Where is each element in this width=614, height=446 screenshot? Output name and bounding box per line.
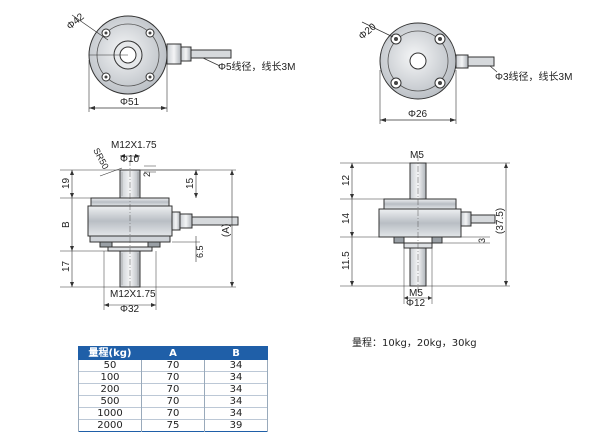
phi26-label: Φ26 — [408, 109, 428, 120]
range-note: 量程：10kg，20kg，30kg — [352, 338, 477, 349]
dim-15-label: 15 — [185, 177, 196, 189]
cell-a: 70 — [141, 371, 205, 384]
col-header-range: 量程(kg) — [78, 346, 142, 360]
spec-table: 量程(kg) A B 50 70 34 100 70 34 200 70 34 … — [78, 346, 268, 432]
dim-115-label: 11.5 — [341, 251, 352, 270]
table-row: 2000 75 39 — [78, 419, 268, 432]
cell-a: 70 — [141, 359, 205, 372]
top-right-cable-label: Φ3线径，线长3M — [495, 70, 572, 83]
dim-B-label: B — [61, 221, 72, 228]
dim-3-label: 3 — [477, 238, 487, 243]
left-thread-top-label: M12X1.75 — [111, 140, 157, 151]
table-header-row: 量程(kg) A B — [78, 346, 268, 360]
phi32-label: Φ32 — [120, 304, 140, 315]
cell-b: 34 — [204, 383, 268, 396]
cell-b: 34 — [204, 395, 268, 408]
cell-a: 70 — [141, 383, 205, 396]
right-thread-bottom-label: M5 — [409, 288, 423, 299]
side-left-view: M12X1.75 Φ10 SR50 2 15 6.5 19 B 17 (A) — [60, 140, 239, 315]
cell-range: 100 — [78, 371, 142, 384]
phi42-label: Φ42 — [65, 11, 87, 32]
phi51-label: Φ51 — [120, 97, 140, 108]
phi10-label: Φ10 — [120, 154, 140, 165]
phi12-label: Φ12 — [406, 298, 426, 309]
top-left-view: Φ42 Φ5线径，线长3M Φ51 — [65, 11, 295, 112]
cell-range: 200 — [78, 383, 142, 396]
cell-range: 50 — [78, 359, 142, 372]
cell-range: 1000 — [78, 407, 142, 420]
dim-65-label: 6.5 — [195, 245, 205, 258]
cell-b: 34 — [204, 359, 268, 372]
dim-2-label: 2 — [142, 172, 152, 177]
cell-range: 500 — [78, 395, 142, 408]
col-header-b: B — [204, 346, 268, 360]
cell-a: 70 — [141, 395, 205, 408]
sr50-label: SR50 — [91, 146, 110, 171]
left-thread-bottom-label: M12X1.75 — [110, 289, 156, 300]
dim-A-label: (A) — [221, 224, 232, 237]
top-left-cable-label: Φ5线径，线长3M — [218, 60, 295, 73]
phi20-label: Φ20 — [357, 21, 379, 42]
col-header-a: A — [141, 346, 205, 360]
table-row: 50 70 34 — [78, 359, 268, 372]
dim-12-label: 12 — [341, 174, 352, 186]
table-row: 500 70 34 — [78, 395, 268, 408]
cell-b: 34 — [204, 407, 268, 420]
table-row: 100 70 34 — [78, 371, 268, 384]
top-right-view: Φ20 Φ3线径，线长3M Φ26 — [357, 21, 572, 124]
right-thread-top-label: M5 — [410, 150, 424, 161]
cell-b: 34 — [204, 371, 268, 384]
cell-a: 70 — [141, 407, 205, 420]
cell-b: 39 — [204, 419, 268, 432]
dim-375-label: (37.5) — [495, 208, 506, 234]
dim-14-label: 14 — [341, 212, 352, 224]
cell-a: 75 — [141, 419, 205, 432]
dim-19-label: 19 — [61, 177, 72, 189]
dim-17-label: 17 — [61, 260, 72, 272]
table-row: 1000 70 34 — [78, 407, 268, 420]
cell-range: 2000 — [78, 419, 142, 432]
table-row: 200 70 34 — [78, 383, 268, 396]
side-right-view: M5 12 14 11.5 3 (37.5) M5 Φ12 — [340, 150, 510, 309]
